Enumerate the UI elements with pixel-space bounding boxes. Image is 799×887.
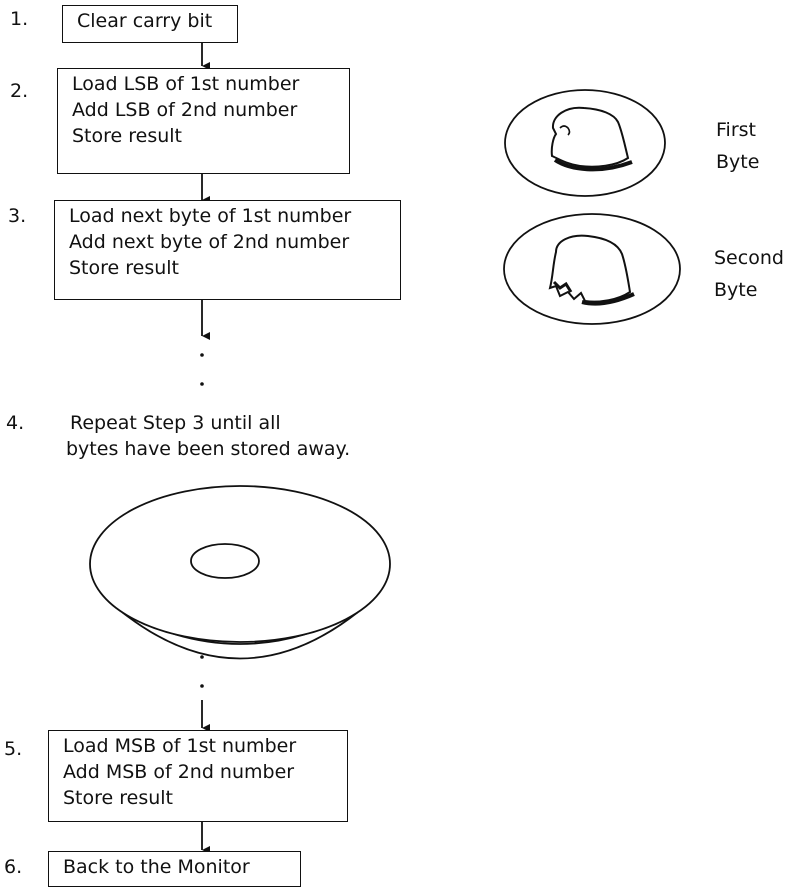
label-line: Second <box>714 247 784 269</box>
second-byte-plate-icon <box>503 213 681 325</box>
step-line: Store result <box>69 257 180 279</box>
step-box-add-next-byte: Load next byte of 1st number Add next by… <box>54 200 401 300</box>
step-line: Add LSB of 2nd number <box>72 99 298 121</box>
empty-plate-icon <box>89 485 391 660</box>
second-byte-label: Second Byte <box>714 242 784 306</box>
step-text-repeat: Repeat Step 3 until all bytes have been … <box>66 410 350 462</box>
step-number: 1. <box>10 8 29 30</box>
step-line: Store result <box>72 125 183 147</box>
step-number: 4. <box>6 412 25 434</box>
continuation-dot <box>200 382 204 386</box>
continuation-dot <box>200 684 204 688</box>
step-line: Repeat Step 3 until all <box>70 412 281 434</box>
step-line: Load MSB of 1st number <box>63 735 297 757</box>
step-line: Load LSB of 1st number <box>72 73 300 95</box>
step-number: 2. <box>10 80 29 102</box>
step-line: Load next byte of 1st number <box>69 205 352 227</box>
step-line: bytes have been stored away. <box>66 438 351 460</box>
step-box-back-to-monitor: Back to the Monitor <box>48 851 301 887</box>
continuation-dot <box>200 353 204 357</box>
step-box-add-msb: Load MSB of 1st number Add MSB of 2nd nu… <box>48 730 348 822</box>
step-line: Store result <box>63 787 174 809</box>
label-line: Byte <box>714 279 758 301</box>
label-line: Byte <box>716 151 760 173</box>
continuation-dot <box>200 655 204 659</box>
step-line: Clear carry bit <box>77 10 213 32</box>
label-line: First <box>716 119 756 141</box>
step-number: 5. <box>4 738 23 760</box>
step-number: 6. <box>4 856 23 878</box>
step-line: Add next byte of 2nd number <box>69 231 350 253</box>
first-byte-plate-icon <box>504 89 666 197</box>
step-box-clear-carry: Clear carry bit <box>62 5 238 43</box>
step-line: Back to the Monitor <box>63 856 250 878</box>
first-byte-label: First Byte <box>716 114 759 178</box>
step-number: 3. <box>8 205 27 227</box>
step-box-add-lsb: Load LSB of 1st number Add LSB of 2nd nu… <box>57 68 350 174</box>
step-line: Add MSB of 2nd number <box>63 761 295 783</box>
